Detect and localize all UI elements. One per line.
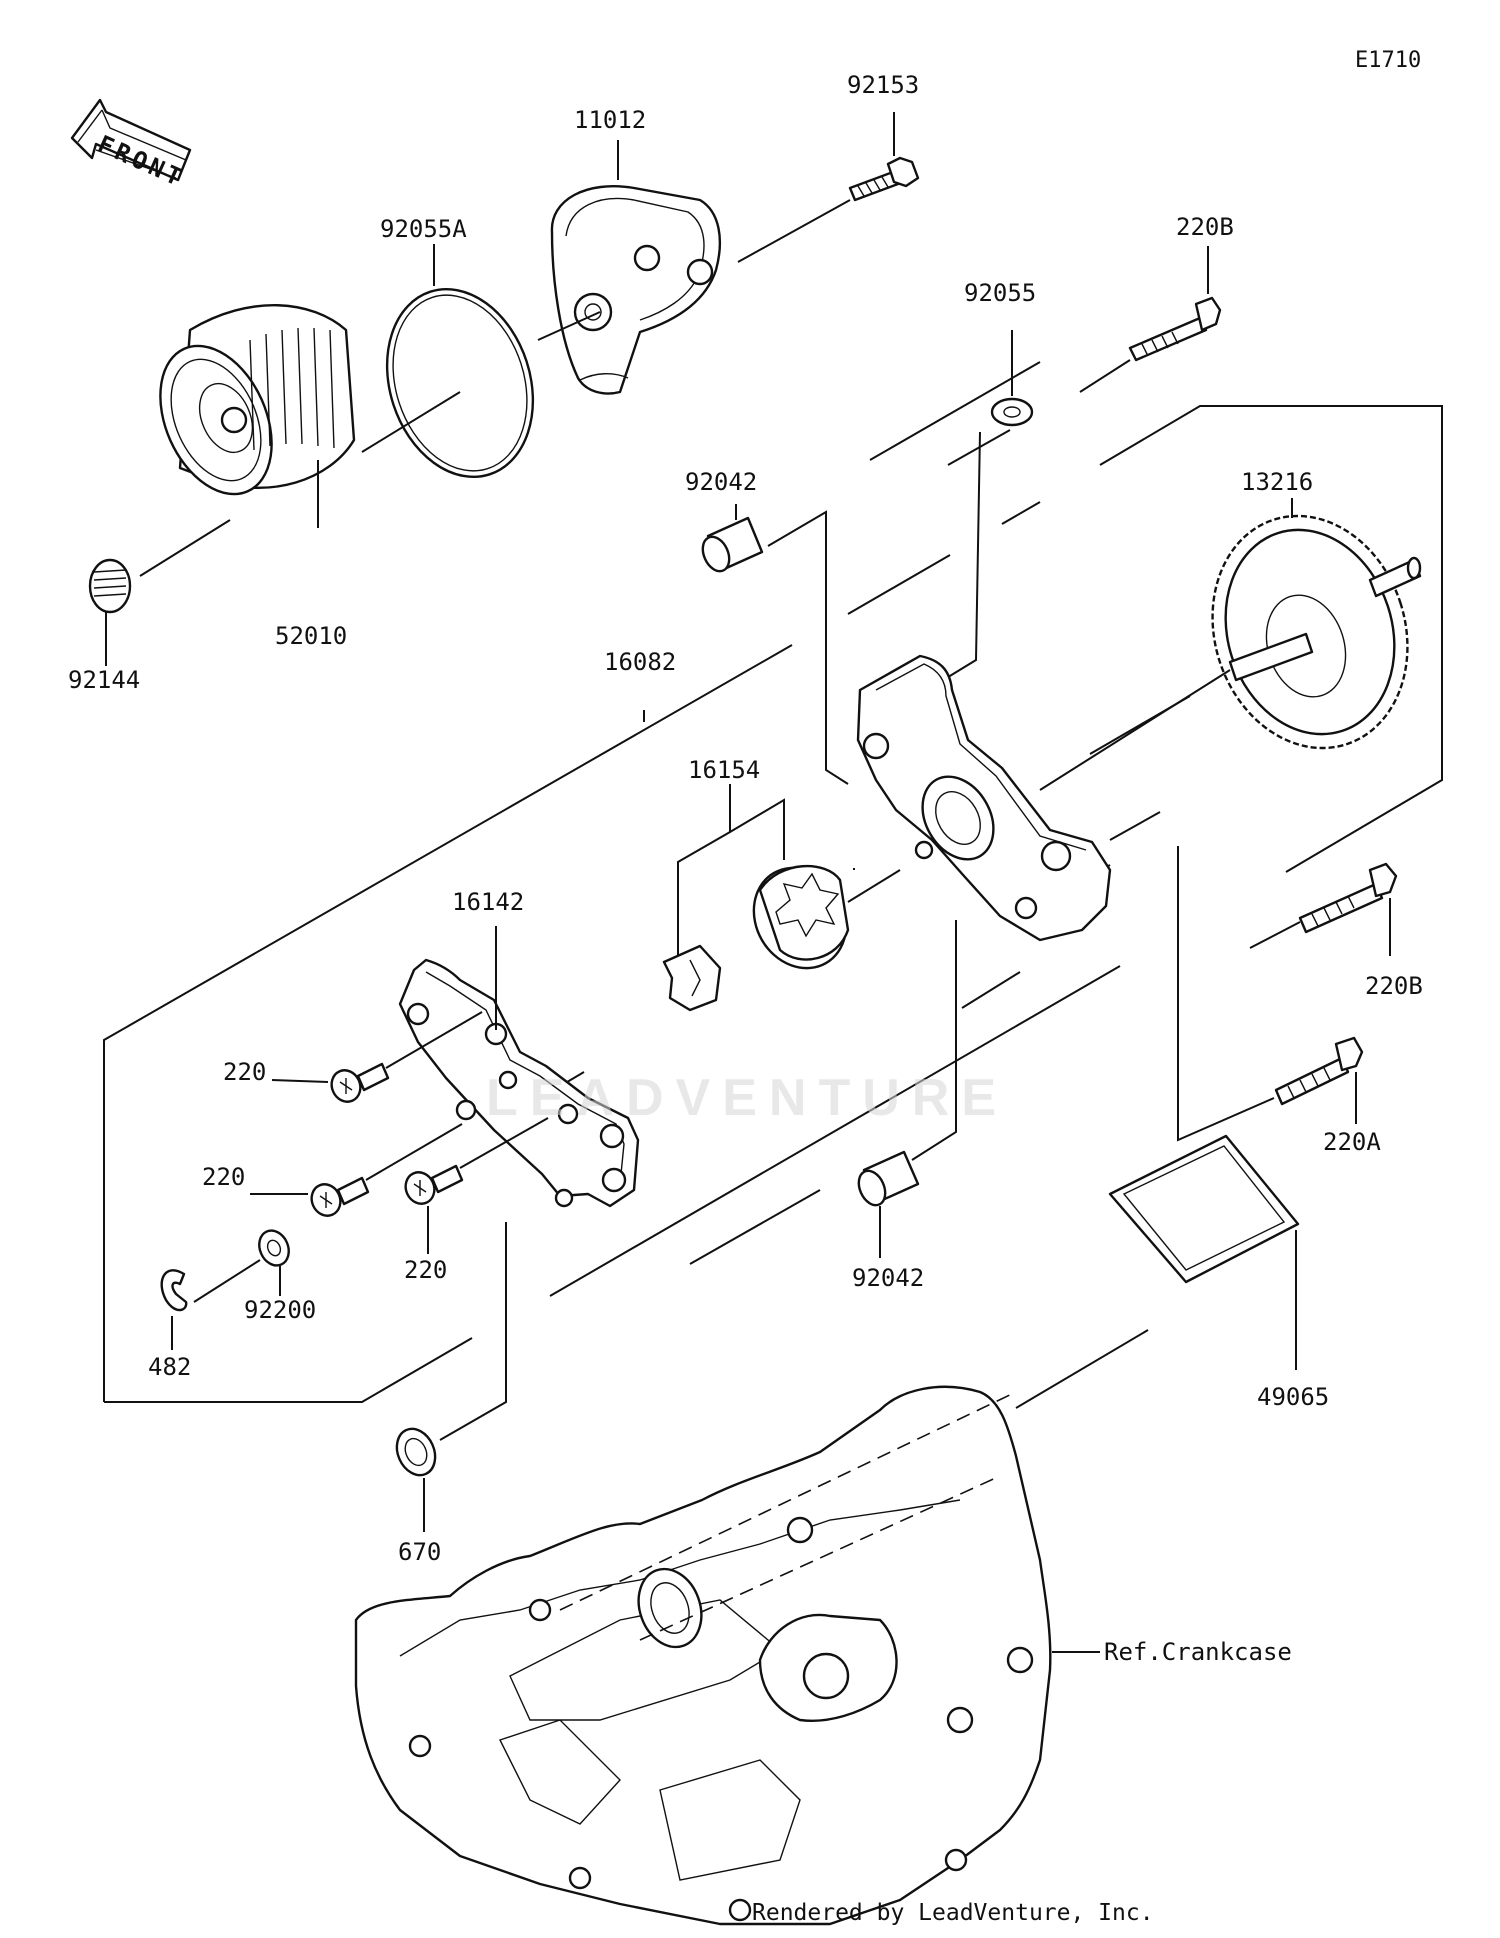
o-ring-670 [395,1222,507,1532]
part-label-92144[interactable]: 92144 [68,666,141,694]
bolt-92153 [737,112,920,263]
part-label-92055[interactable]: 92055 [964,279,1037,307]
part-label-92042-top[interactable]: 92042 [685,468,758,496]
part-label-220-b[interactable]: 220 [202,1163,246,1191]
part-label-16082[interactable]: 16082 [604,648,677,676]
spring-92144 [88,558,132,666]
part-label-92042-bottom[interactable]: 92042 [852,1264,925,1292]
part-label-92153[interactable]: 92153 [847,71,920,99]
screw-220-c [404,1117,549,1254]
oil-pump-gear-13216 [1039,498,1422,791]
washer-92200 [193,1229,290,1303]
pump-cover-16142 [398,926,640,1208]
part-label-220-c[interactable]: 220 [404,1256,448,1284]
part-label-482[interactable]: 482 [148,1353,192,1381]
part-label-49065[interactable]: 49065 [1257,1383,1330,1411]
bolt-220B-top [1079,246,1222,393]
part-label-52010[interactable]: 52010 [275,622,348,650]
part-label-11012[interactable]: 11012 [574,106,647,134]
part-label-16142[interactable]: 16142 [452,888,525,916]
part-label-92055A[interactable]: 92055A [380,215,467,243]
strainer-49065 [1015,1134,1300,1409]
oil-filter-52010 [139,304,356,577]
part-label-670[interactable]: 670 [398,1538,442,1566]
o-ring-92055A [361,244,535,479]
crankcase-reference [354,1385,1100,1926]
part-label-220A[interactable]: 220A [1323,1128,1381,1156]
circlip-482 [160,1269,188,1350]
bolt-220B-right [1249,862,1398,956]
washer-92055 [939,330,1034,683]
part-label-220B-top[interactable]: 220B [1176,213,1234,241]
bolt-220A [1177,846,1364,1142]
dowel-pin-92042-top [701,504,849,785]
watermark: LEADVENTURE [486,1069,1009,1127]
part-label-220-a[interactable]: 220 [223,1058,267,1086]
diagram-code: E1710 [1355,48,1422,73]
oil-filter-cover-11012 [537,140,722,395]
part-label-92200[interactable]: 92200 [244,1296,317,1324]
front-arrow-icon: FRONT [70,98,192,193]
screw-220-a [271,1011,483,1103]
part-label-13216[interactable]: 13216 [1241,468,1314,496]
footer-credit: Rendered by LeadVenture, Inc. [752,1900,1154,1926]
part-label-16154[interactable]: 16154 [688,756,761,784]
pump-rotor-set-16154 [662,784,901,1012]
dowel-pin-92042-bottom [857,920,957,1258]
screw-220-b [250,1123,463,1217]
oil-pump-body-16082 [643,654,1191,942]
crankcase-reference-label: Ref.Crankcase [1104,1638,1292,1666]
part-label-220B-right[interactable]: 220B [1365,972,1423,1000]
